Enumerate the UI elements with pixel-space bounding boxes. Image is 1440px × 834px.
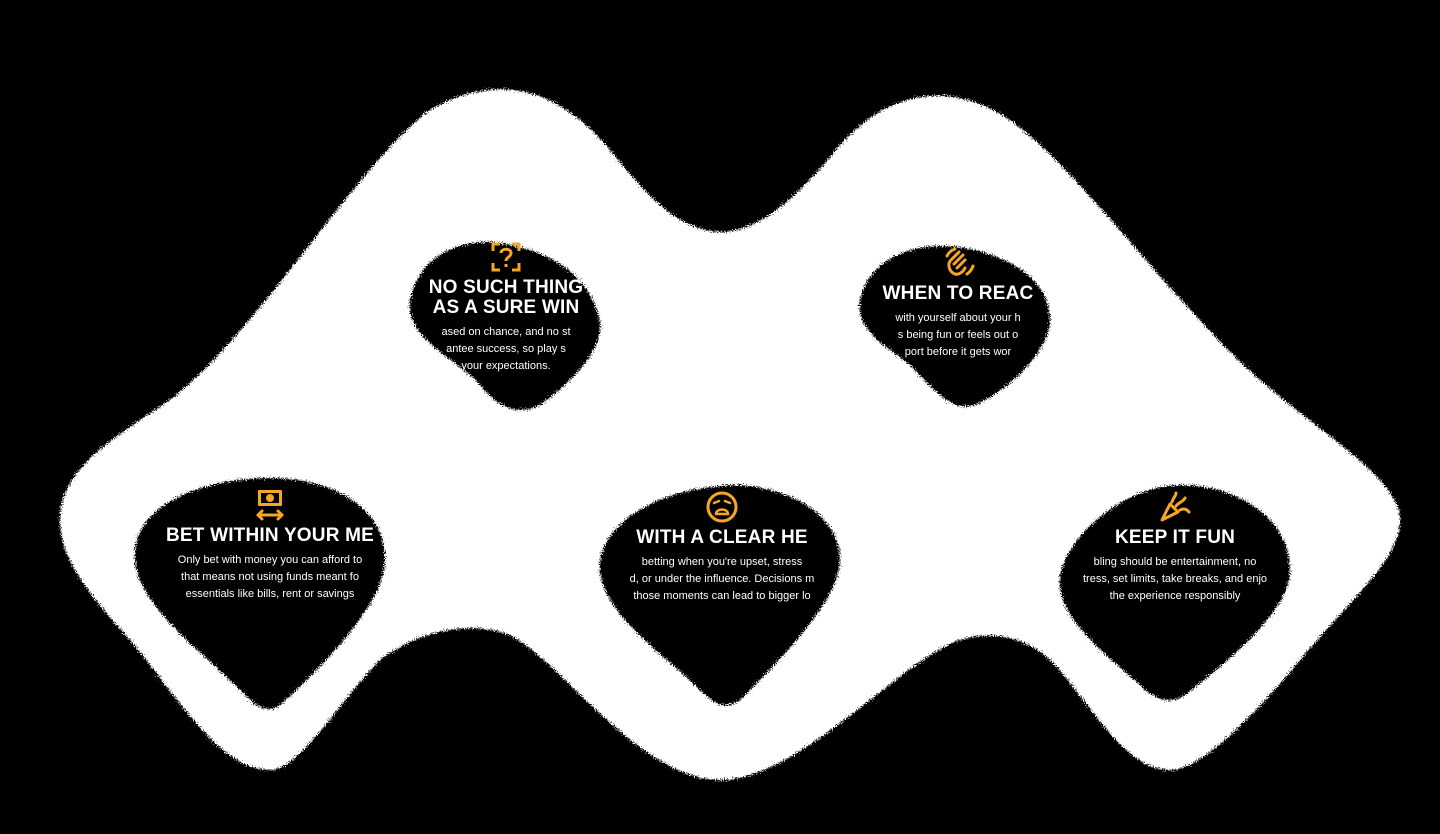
card-body: bling should be entertainment, no tress,…	[1082, 556, 1268, 602]
card-title: BET WITHIN YOUR ME	[165, 525, 375, 546]
card-reach-out: WHEN TO REAC with yourself about your h …	[868, 246, 1048, 396]
card-sure-win: NO SUCH THING AS A SURE WIN ased on chan…	[412, 240, 600, 390]
card-title: WHEN TO REAC	[882, 283, 1034, 304]
money-arrows-icon	[256, 490, 284, 521]
card-title: WITH A CLEAR HE	[636, 527, 808, 548]
card-keep-fun: KEEP IT FUN bling should be entertainmen…	[1064, 490, 1286, 620]
question-frame-icon	[491, 242, 521, 272]
card-title: KEEP IT FUN	[1114, 527, 1236, 548]
card-body: betting when you're upset, stress d, or …	[629, 556, 815, 602]
card-body: ased on chance, and no st antee success,…	[441, 326, 571, 372]
card-title: NO SUCH THING AS A SURE WIN	[428, 277, 584, 318]
card-clear-head: WITH A CLEAR HE betting when you're upse…	[606, 490, 836, 620]
card-body: Only bet with money you can afford to th…	[177, 554, 363, 600]
waving-hand-icon	[945, 247, 975, 276]
card-body: with yourself about your h s being fun o…	[895, 312, 1021, 358]
card-within-means: BET WITHIN YOUR ME Only bet with money y…	[140, 488, 380, 618]
party-popper-icon	[1160, 491, 1191, 522]
worried-face-icon	[706, 491, 738, 523]
